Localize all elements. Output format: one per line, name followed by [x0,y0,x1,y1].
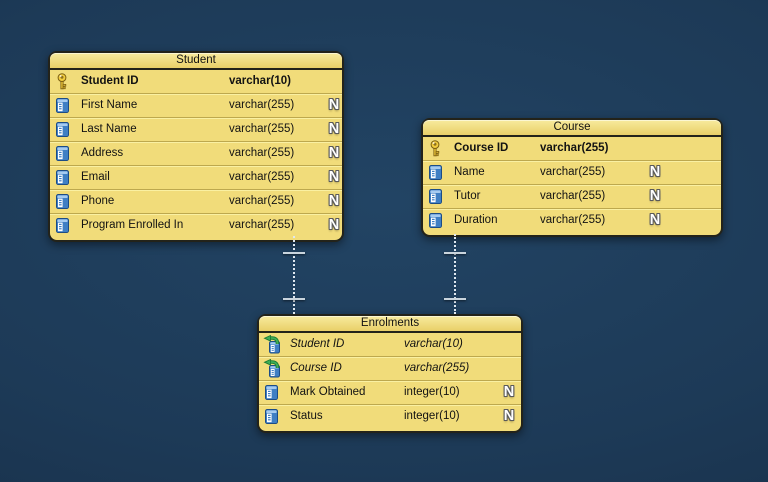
column-name: Email [81,171,110,183]
primary-key-icon [430,140,440,157]
column-type: varchar(255) [229,123,295,135]
cardinality-tick [283,298,305,300]
column-name: Duration [454,214,498,226]
column-icon [265,409,278,424]
nullable-icon: N [503,384,515,400]
entity-student[interactable]: Student Student ID varchar(10) [48,51,344,242]
connector-line [293,236,295,314]
column-type: varchar(255) [229,195,295,207]
column-icon [429,189,442,204]
column-row-status[interactable]: Status integer(10) N [259,404,521,428]
column-row-student-id[interactable]: Student ID varchar(10) [259,333,521,356]
column-name: Student ID [290,338,345,350]
column-type: varchar(255) [540,166,606,178]
column-row-last-name[interactable]: Last Name varchar(255) N [50,117,342,141]
column-name: First Name [81,99,138,111]
column-type: varchar(255) [229,171,295,183]
column-type: varchar(255) [229,219,295,231]
column-type: integer(10) [404,386,460,398]
column-icon [56,194,69,209]
column-icon [56,122,69,137]
column-row-program-enrolled-in[interactable]: Program Enrolled In varchar(255) N [50,213,342,237]
column-name: Status [290,410,323,422]
column-row-address[interactable]: Address varchar(255) N [50,141,342,165]
entity-rows: Course ID varchar(255) Name varchar(255)… [423,137,721,235]
column-icon [56,218,69,233]
entity-title[interactable]: Student [50,53,342,70]
column-row-first-name[interactable]: First Name varchar(255) N [50,93,342,117]
column-row-email[interactable]: Email varchar(255) N [50,165,342,189]
nullable-icon: N [649,164,661,180]
column-type: varchar(255) [229,99,295,111]
cardinality-tick [444,252,466,254]
cardinality-tick [444,298,466,300]
nullable-icon: N [649,188,661,204]
entity-enrolments[interactable]: Enrolments Stu [257,314,523,433]
entity-rows: Student ID varchar(10) [259,333,521,431]
nullable-icon: N [328,169,340,185]
column-name: Address [81,147,124,159]
column-row-course-id[interactable]: Course ID varchar(255) [423,137,721,160]
foreign-key-icon [263,335,280,354]
column-row-name[interactable]: Name varchar(255) N [423,160,721,184]
column-name: Student ID [81,75,139,87]
column-type: varchar(255) [540,142,609,154]
column-icon [429,165,442,180]
column-icon [265,385,278,400]
column-icon [56,170,69,185]
column-name: Course ID [290,362,342,374]
column-icon [429,213,442,228]
column-row-phone[interactable]: Phone varchar(255) N [50,189,342,213]
column-name: Last Name [81,123,137,135]
column-name: Name [454,166,485,178]
column-row-tutor[interactable]: Tutor varchar(255) N [423,184,721,208]
column-name: Program Enrolled In [81,219,184,231]
column-name: Mark Obtained [290,386,366,398]
column-type: varchar(255) [540,190,606,202]
nullable-icon: N [503,408,515,424]
nullable-icon: N [328,97,340,113]
column-type: varchar(255) [540,214,606,226]
nullable-icon: N [328,145,340,161]
nullable-icon: N [328,193,340,209]
nullable-icon: N [649,212,661,228]
column-name: Tutor [454,190,481,202]
entity-course[interactable]: Course Course ID varchar(255) [421,118,723,237]
column-row-student-id[interactable]: Student ID varchar(10) [50,70,342,93]
column-row-mark-obtained[interactable]: Mark Obtained integer(10) N [259,380,521,404]
column-row-course-id[interactable]: Course ID varchar(255) [259,356,521,380]
column-name: Course ID [454,142,509,154]
column-type: integer(10) [404,410,460,422]
nullable-icon: N [328,121,340,137]
column-type: varchar(10) [229,75,292,87]
primary-key-icon [57,73,67,90]
entity-title[interactable]: Enrolments [259,316,521,333]
column-type: varchar(10) [404,338,463,350]
cardinality-tick [283,252,305,254]
column-type: varchar(255) [229,147,295,159]
column-row-duration[interactable]: Duration varchar(255) N [423,208,721,232]
column-icon [56,146,69,161]
entity-rows: Student ID varchar(10) First Name varcha… [50,70,342,240]
column-type: varchar(255) [404,362,470,374]
entity-title[interactable]: Course [423,120,721,137]
nullable-icon: N [328,217,340,233]
column-icon [56,98,69,113]
connector-line [454,234,456,314]
foreign-key-icon [263,359,280,378]
column-name: Phone [81,195,115,207]
